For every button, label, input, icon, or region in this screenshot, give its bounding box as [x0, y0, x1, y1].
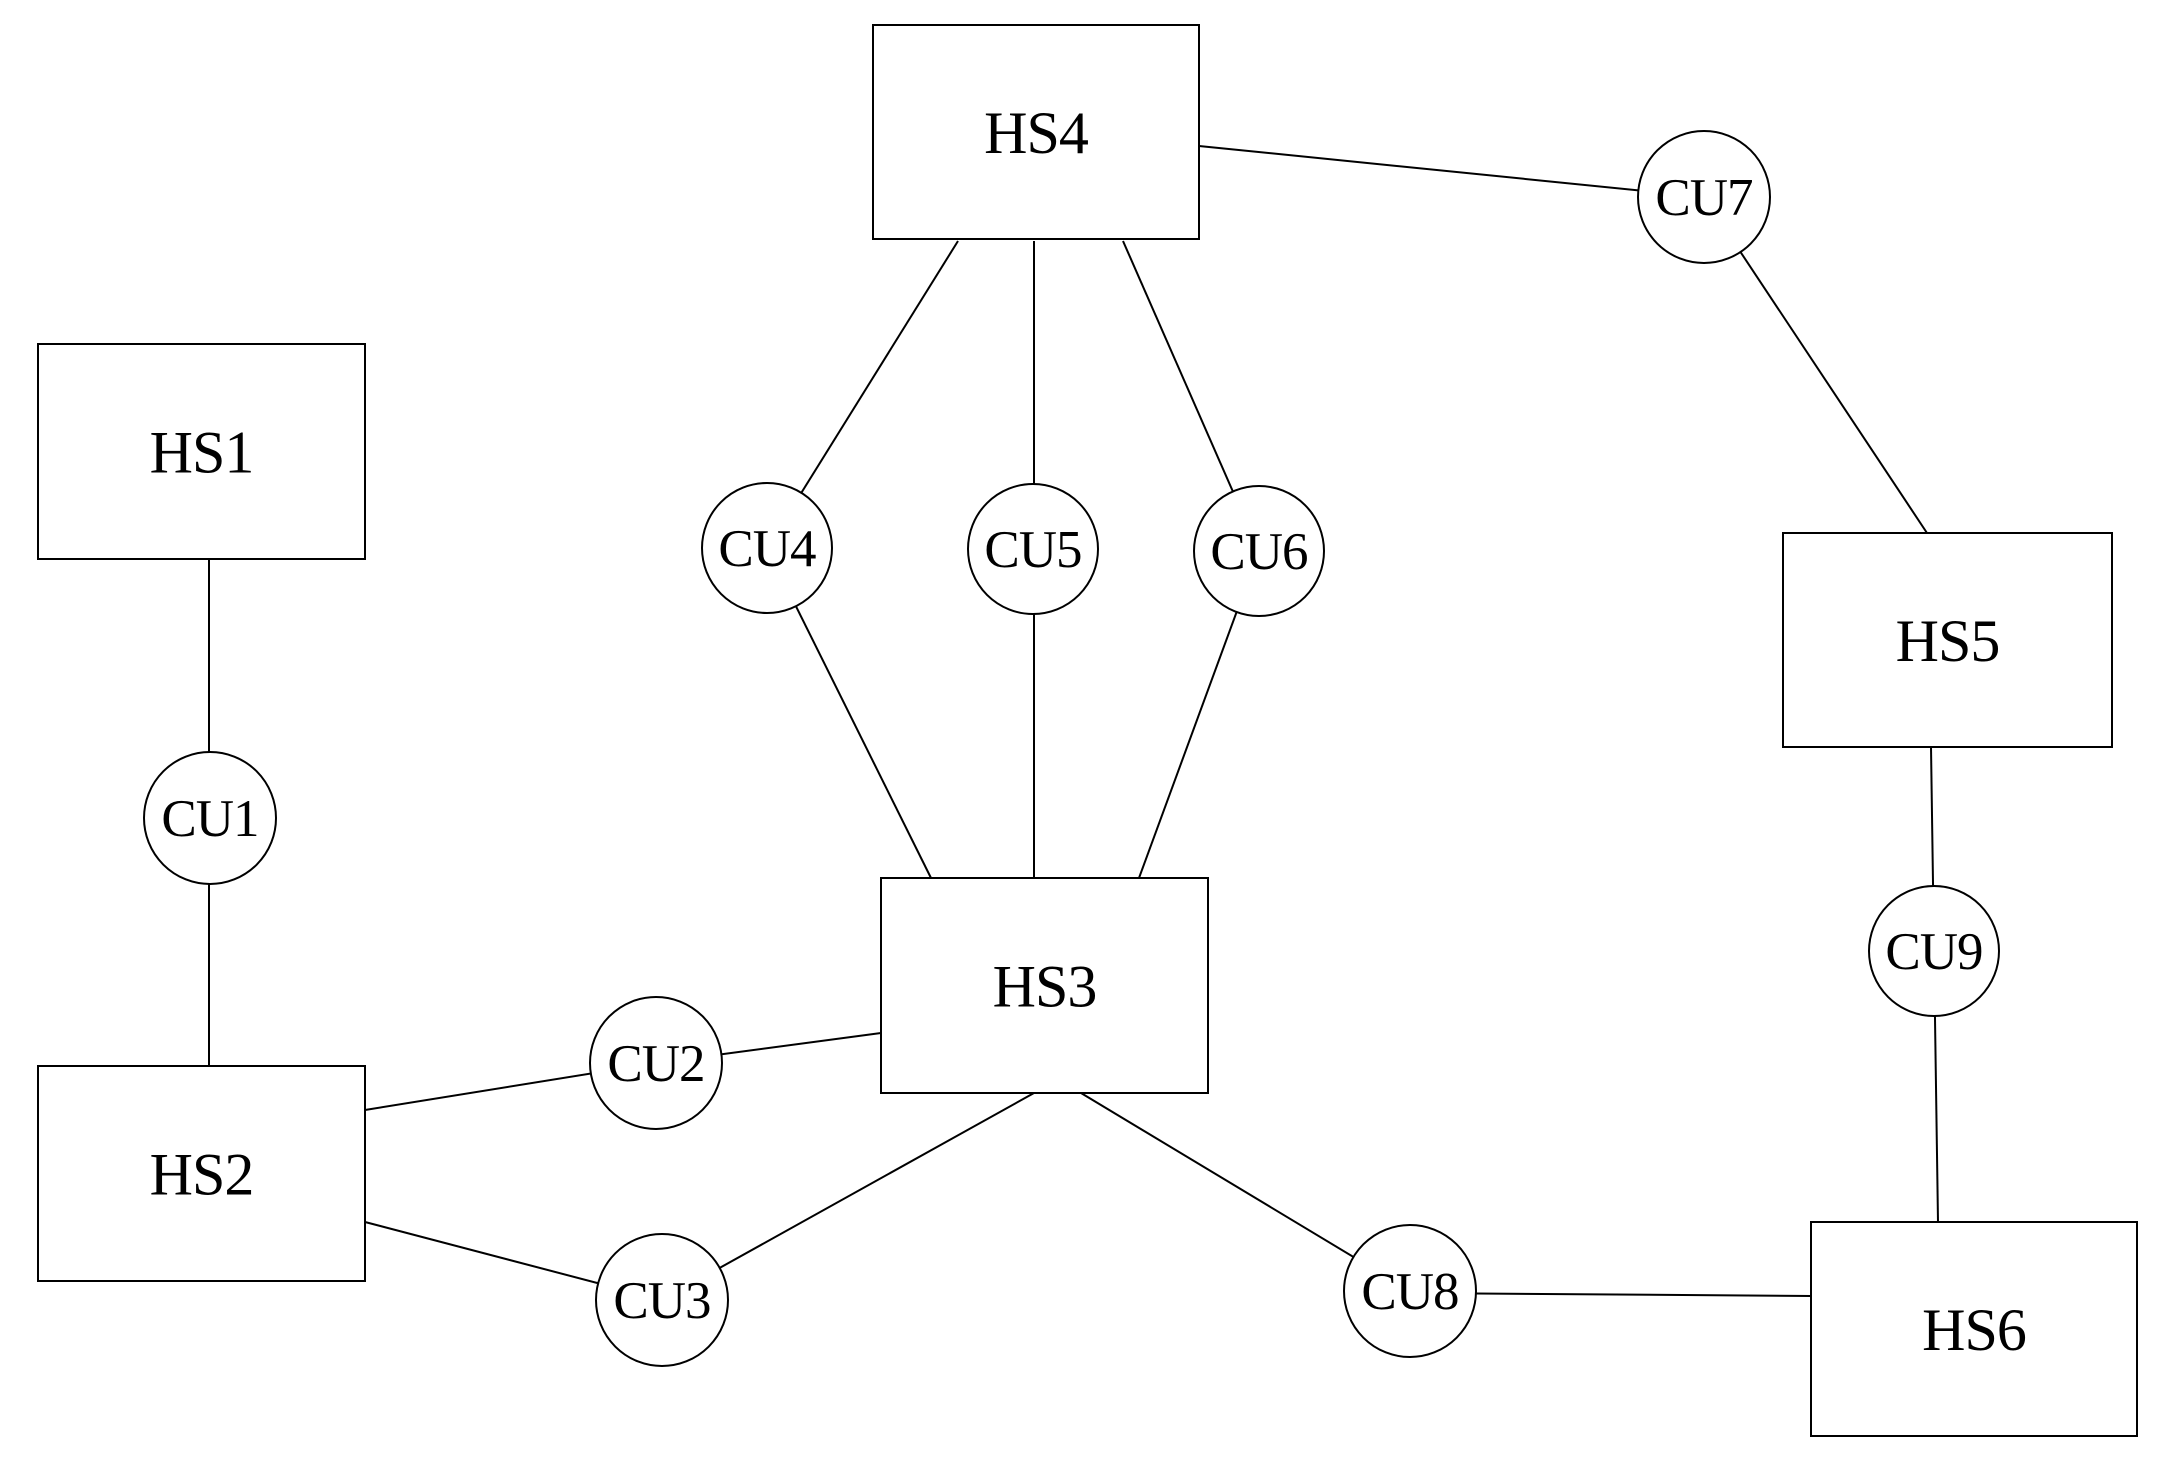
cu9-shape: [1868, 885, 2000, 1017]
node-cu9: CU9: [1868, 885, 2000, 1017]
hs5-label: HS5: [1896, 608, 2000, 674]
cu8-label: CU8: [1361, 1263, 1458, 1321]
cu5-label: CU5: [984, 521, 1081, 579]
hs6-label: HS6: [1922, 1297, 2026, 1363]
node-hs6: HS6: [1810, 1221, 2138, 1437]
hs1-shape: [37, 343, 366, 560]
node-cu6: CU6: [1193, 485, 1325, 617]
hs2-shape: [37, 1065, 366, 1282]
node-hs1: HS1: [37, 343, 366, 560]
cu3-shape: [595, 1233, 729, 1367]
node-hs5: HS5: [1782, 532, 2113, 748]
cu9-label: CU9: [1885, 923, 1982, 981]
hs1-label: HS1: [150, 420, 254, 486]
hs4-label: HS4: [984, 100, 1089, 166]
edges-layer: [208, 145, 1939, 1301]
node-cu8: CU8: [1343, 1224, 1477, 1358]
cu8-shape: [1343, 1224, 1477, 1358]
node-cu1: CU1: [143, 751, 277, 885]
hs5-shape: [1782, 532, 2113, 748]
node-cu4: CU4: [701, 482, 833, 614]
node-hs3: HS3: [880, 877, 1209, 1094]
hs3-shape: [880, 877, 1209, 1094]
cu2-label: CU2: [607, 1035, 704, 1093]
edge-cu3-hs3: [661, 1092, 1035, 1301]
hs6-shape: [1810, 1221, 2138, 1437]
cu4-shape: [701, 482, 833, 614]
cu4-label: CU4: [718, 520, 816, 578]
cu6-shape: [1193, 485, 1325, 617]
cu7-label: CU7: [1655, 169, 1752, 227]
node-cu5: CU5: [967, 483, 1099, 615]
node-cu7: CU7: [1637, 130, 1771, 264]
node-hs2: HS2: [37, 1065, 366, 1282]
cu5-shape: [967, 483, 1099, 615]
node-cu3: CU3: [595, 1233, 729, 1367]
cu1-shape: [143, 751, 277, 885]
node-cu2: CU2: [589, 996, 723, 1130]
node-hs4: HS4: [872, 24, 1200, 240]
cu1-label: CU1: [161, 790, 258, 848]
cu6-label: CU6: [1210, 523, 1307, 581]
edge-hs4-cu7: [1198, 145, 1705, 198]
cu3-label: CU3: [613, 1272, 710, 1330]
cu7-shape: [1637, 130, 1771, 264]
hs4-shape: [872, 24, 1200, 240]
hs2-label: HS2: [150, 1142, 254, 1208]
cu2-shape: [589, 996, 723, 1130]
hs3-label: HS3: [993, 954, 1097, 1020]
edge-cu7-hs5: [1703, 196, 1928, 534]
